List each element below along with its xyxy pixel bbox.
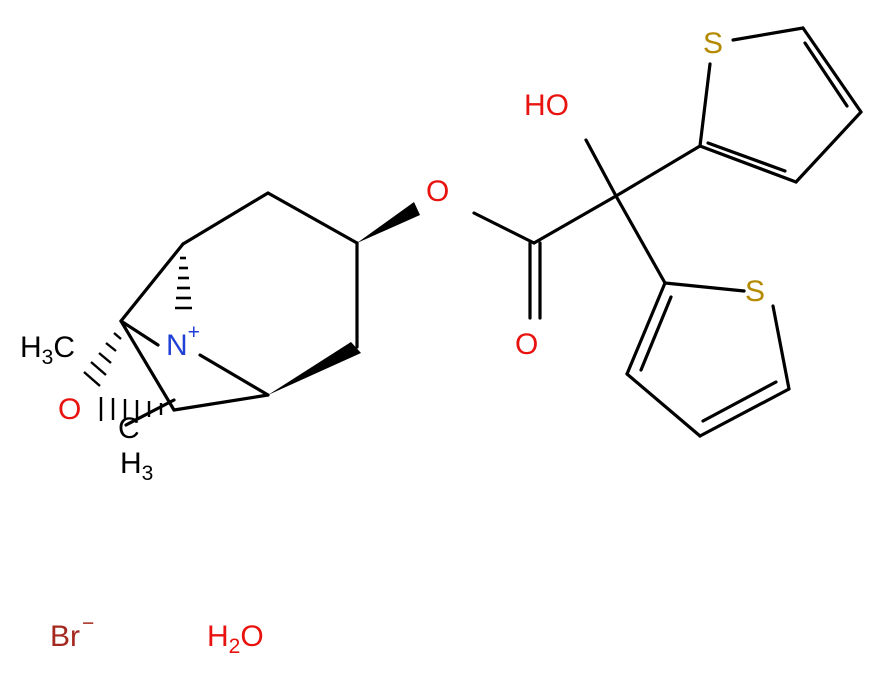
bond [698,62,712,148]
carbonyl-oxygen-label: O [515,328,538,361]
bond [614,144,702,198]
bond [172,393,270,412]
bond [701,380,778,423]
methyl-left-label: H3C [20,331,75,369]
sulfur-top-label: S [703,27,723,60]
bond [771,304,791,391]
bond [472,211,536,245]
bond [625,281,667,376]
hashed-wedge-bond [175,256,192,310]
bond [803,41,849,108]
sulfur-bottom-label: S [745,275,765,308]
hashed-wedge-bond [99,397,163,421]
bond [266,191,359,245]
stereo-wedges [83,202,420,421]
bond [706,141,787,173]
bond [198,353,270,397]
bond [639,295,673,372]
hydroxyl-label: HO [524,89,569,122]
bond [698,387,791,438]
bond [663,281,746,293]
methyl-lower-carbon-label: C [118,412,140,445]
bond [584,138,618,198]
bond [614,194,667,285]
bond [119,319,176,412]
bond [731,26,805,42]
bond [119,319,160,347]
hashed-wedge-bond [83,332,122,387]
bromide-counterion-label: Br− [50,612,94,653]
bond [698,144,798,184]
wedge-bond [268,342,361,395]
bond [625,372,702,438]
ester-oxygen-label: O [426,175,449,208]
wedge-bond [357,202,420,243]
bond [181,191,270,246]
methyl-lower-hydrogen-label: H3 [120,447,153,485]
epoxide-oxygen-label: O [58,393,81,426]
bond [532,194,618,245]
ions-and-solvate: Br− H2O [50,612,264,658]
bond [801,26,863,114]
atom-labels: HO O O S S N+ O H3C C H3 [20,27,765,485]
bond-lines [119,26,863,438]
water-solvate-label: H2O [207,620,264,658]
ammonium-label: N+ [166,321,200,362]
bond [119,242,185,323]
bond [794,110,863,184]
